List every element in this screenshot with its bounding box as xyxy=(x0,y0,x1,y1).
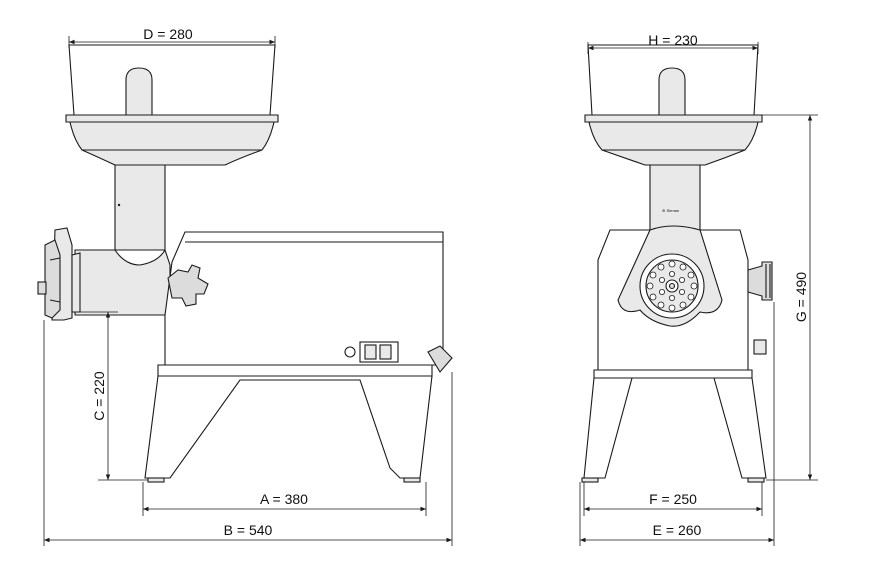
front-hopper xyxy=(584,44,763,166)
label-c: C = 220 xyxy=(91,371,107,421)
front-cable-gland xyxy=(753,339,767,355)
side-star-knob xyxy=(167,264,209,307)
dimension-a: A = 380 xyxy=(142,482,427,516)
label-b: B = 540 xyxy=(224,522,273,538)
side-front-ring xyxy=(37,227,81,321)
side-base xyxy=(144,364,433,483)
front-feed-neck xyxy=(649,164,701,231)
label-h: H = 230 xyxy=(648,32,698,48)
dimension-g: G = 490 xyxy=(762,114,818,481)
dimension-c: C = 220 xyxy=(80,311,148,481)
plate-holes xyxy=(646,260,698,312)
side-motor-housing xyxy=(164,231,444,366)
label-d: D = 280 xyxy=(143,26,193,42)
side-cable-gland xyxy=(427,345,453,373)
side-hopper xyxy=(65,44,279,166)
dimension-f: F = 250 xyxy=(583,482,763,516)
dimension-e: E = 260 xyxy=(579,302,775,546)
brand-mark: ⊛ Sirman xyxy=(662,208,679,213)
front-view: ⊛ Sirman xyxy=(581,44,773,483)
side-switch-panel xyxy=(344,341,399,363)
label-a: A = 380 xyxy=(260,491,308,507)
dimension-d: D = 280 xyxy=(68,26,276,48)
side-view xyxy=(37,44,453,483)
dimension-h: H = 230 xyxy=(587,32,759,54)
front-side-knob xyxy=(747,261,773,301)
label-e: E = 260 xyxy=(653,522,702,538)
dimension-b: B = 540 xyxy=(43,320,453,546)
label-f: F = 250 xyxy=(649,491,697,507)
label-g: G = 490 xyxy=(793,272,809,322)
side-grinding-head xyxy=(74,248,171,316)
side-feed-neck xyxy=(114,164,166,251)
front-base xyxy=(581,369,767,483)
